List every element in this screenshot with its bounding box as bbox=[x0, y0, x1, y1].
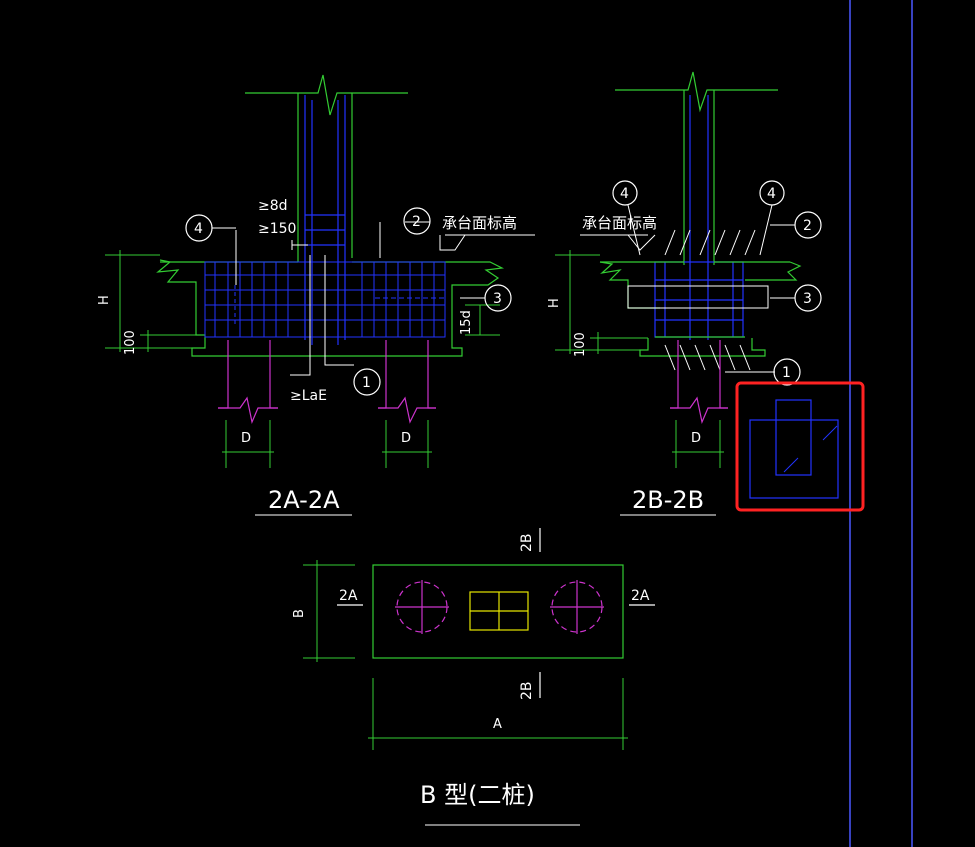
note-8d: ≥8d bbox=[258, 198, 288, 214]
callouts-2a: 4 2 3 1 bbox=[185, 207, 512, 396]
dim-label-100: 100 bbox=[123, 330, 138, 355]
pile-cap-outline bbox=[156, 259, 505, 357]
svg-text:1: 1 bbox=[782, 365, 791, 381]
section-mark-2b-bottom: 2B bbox=[519, 681, 535, 700]
column-rebar bbox=[304, 95, 346, 345]
svg-text:3: 3 bbox=[803, 291, 812, 307]
callouts-2b: 4 4 2 3 1 bbox=[612, 180, 822, 386]
dim-label-h-2b: H bbox=[547, 298, 562, 308]
column-break-line bbox=[245, 74, 408, 116]
dim-label-d-left: D bbox=[241, 431, 251, 446]
highlight-box bbox=[735, 381, 865, 512]
note-cap-level: 承台面标高 bbox=[442, 214, 517, 232]
dim-label-15d: 15d bbox=[459, 310, 474, 335]
pile-2b bbox=[670, 340, 728, 424]
svg-text:2: 2 bbox=[803, 218, 812, 234]
piles-2a bbox=[218, 340, 436, 424]
section-title-2b: 2B-2B bbox=[632, 486, 704, 514]
dim-label-h: H bbox=[97, 295, 112, 305]
dim-label-a: A bbox=[493, 717, 502, 732]
section-mark-2a-left: 2A bbox=[339, 588, 358, 604]
plan-view-b-type: 2B 2B 2A 2A B A B 型(二桩) bbox=[292, 528, 655, 826]
dim-label-100-2b: 100 bbox=[573, 332, 588, 357]
dim-h-2a bbox=[105, 250, 196, 352]
section-title-2a: 2A-2A bbox=[268, 486, 340, 514]
plan-title: B 型(二桩) bbox=[420, 781, 535, 809]
svg-text:2: 2 bbox=[412, 214, 421, 230]
note-cap-level-2b: 承台面标高 bbox=[582, 214, 657, 232]
dim-label-d-2b: D bbox=[691, 431, 701, 446]
svg-text:4: 4 bbox=[620, 186, 629, 202]
plan-column bbox=[469, 591, 529, 631]
section-2a-2a: H 100 15d D D ≥8d ≥150 承台面标高 ≥LaE 4 2 bbox=[97, 74, 535, 516]
svg-text:1: 1 bbox=[362, 375, 371, 391]
section-mark-2b-top: 2B bbox=[519, 533, 535, 552]
section-2b-2b: H 100 D 承台面标高 4 4 2 3 1 2B-2B bbox=[547, 71, 822, 516]
column-rebar-2b bbox=[654, 95, 744, 340]
svg-text:3: 3 bbox=[493, 291, 502, 307]
highlighted-detail[interactable] bbox=[735, 381, 865, 512]
note-150: ≥150 bbox=[258, 221, 296, 237]
dim-label-d-right: D bbox=[401, 431, 411, 446]
note-lae: ≥LaE bbox=[290, 388, 327, 404]
svg-text:4: 4 bbox=[767, 186, 776, 202]
dim-label-b: B bbox=[292, 609, 307, 618]
svg-text:4: 4 bbox=[194, 221, 203, 237]
plan-cap-outline bbox=[372, 564, 624, 659]
section-mark-2a-right: 2A bbox=[631, 588, 650, 604]
